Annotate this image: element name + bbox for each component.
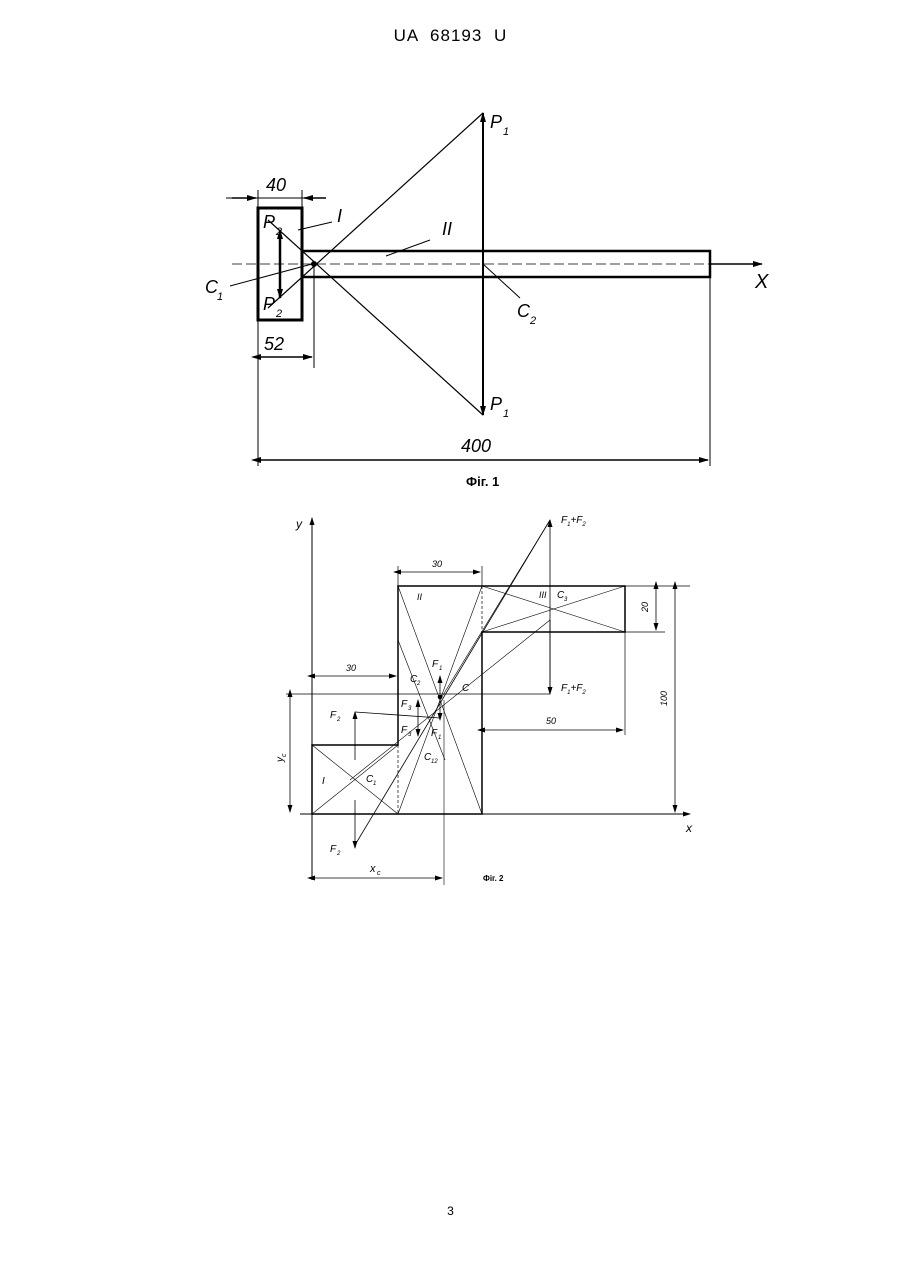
label-xc: x — [369, 863, 376, 875]
region-III-label: III — [539, 590, 547, 600]
svg-text:1: 1 — [503, 408, 509, 420]
dim-50-label: 50 — [546, 716, 556, 726]
svg-text:12: 12 — [431, 759, 438, 765]
svg-text:2: 2 — [275, 226, 282, 238]
axis-y-label: y — [295, 517, 303, 531]
figure-1-drawing: 40 52 400 P 1 P 1 P 2 P 2 C 1 C 2 I II X — [0, 0, 901, 480]
dim-30-left-label: 30 — [346, 663, 356, 673]
svg-text:c: c — [377, 870, 381, 877]
section-outline — [312, 586, 625, 814]
label-C2: C — [517, 301, 531, 321]
svg-text:2: 2 — [336, 851, 341, 857]
label-F1F2-bottom: F1+F2 — [561, 683, 586, 696]
region-II-label: II — [417, 592, 423, 602]
figure-1-caption: Фіг. 1 — [466, 474, 499, 489]
label-F3-bottom: F — [401, 725, 408, 736]
svg-text:2: 2 — [275, 308, 282, 320]
label-F2-bottom: F — [330, 844, 337, 855]
svg-text:2: 2 — [529, 315, 536, 327]
dim-30-top-label: 30 — [432, 559, 442, 569]
svg-text:3: 3 — [564, 597, 568, 603]
region-I-label: I — [322, 776, 325, 787]
label-I: I — [337, 206, 342, 226]
label-P2-top: P — [263, 212, 275, 232]
svg-text:1: 1 — [217, 291, 223, 303]
dim-52-label: 52 — [264, 334, 284, 354]
dim-100-label: 100 — [659, 691, 669, 706]
figure-2-caption: Фіг. 2 — [483, 874, 503, 883]
label-C: C — [462, 683, 470, 694]
svg-text:1: 1 — [438, 735, 441, 741]
label-P1-top: P — [490, 112, 502, 132]
label-II: II — [442, 219, 452, 239]
svg-text:3: 3 — [408, 732, 412, 738]
svg-text:1: 1 — [503, 126, 509, 138]
label-F1F2-top: F1+F2 — [561, 515, 586, 528]
svg-text:2: 2 — [336, 717, 341, 723]
label-F2-top: F — [330, 710, 337, 721]
dim-40-label: 40 — [266, 175, 286, 195]
dim-20-label: 20 — [640, 602, 650, 613]
page-number: 3 — [0, 1204, 901, 1218]
label-F1-bottom: F — [431, 728, 438, 739]
svg-text:1: 1 — [439, 666, 442, 672]
svg-text:3: 3 — [408, 706, 412, 712]
label-F3-top: F — [401, 699, 408, 710]
dim-400-label: 400 — [461, 436, 491, 456]
svg-text:c: c — [281, 753, 288, 757]
svg-text:2: 2 — [416, 681, 421, 687]
label-P1-bottom: P — [490, 394, 502, 414]
axis-x-label: x — [685, 821, 693, 835]
label-X: X — [754, 271, 769, 293]
svg-text:1: 1 — [373, 781, 376, 787]
label-P2-bottom: P — [263, 294, 275, 314]
label-F1-top: F — [432, 659, 439, 670]
figure-2-drawing: y x 30 30 20 50 100 y c x c I II III C 1… — [0, 500, 901, 900]
